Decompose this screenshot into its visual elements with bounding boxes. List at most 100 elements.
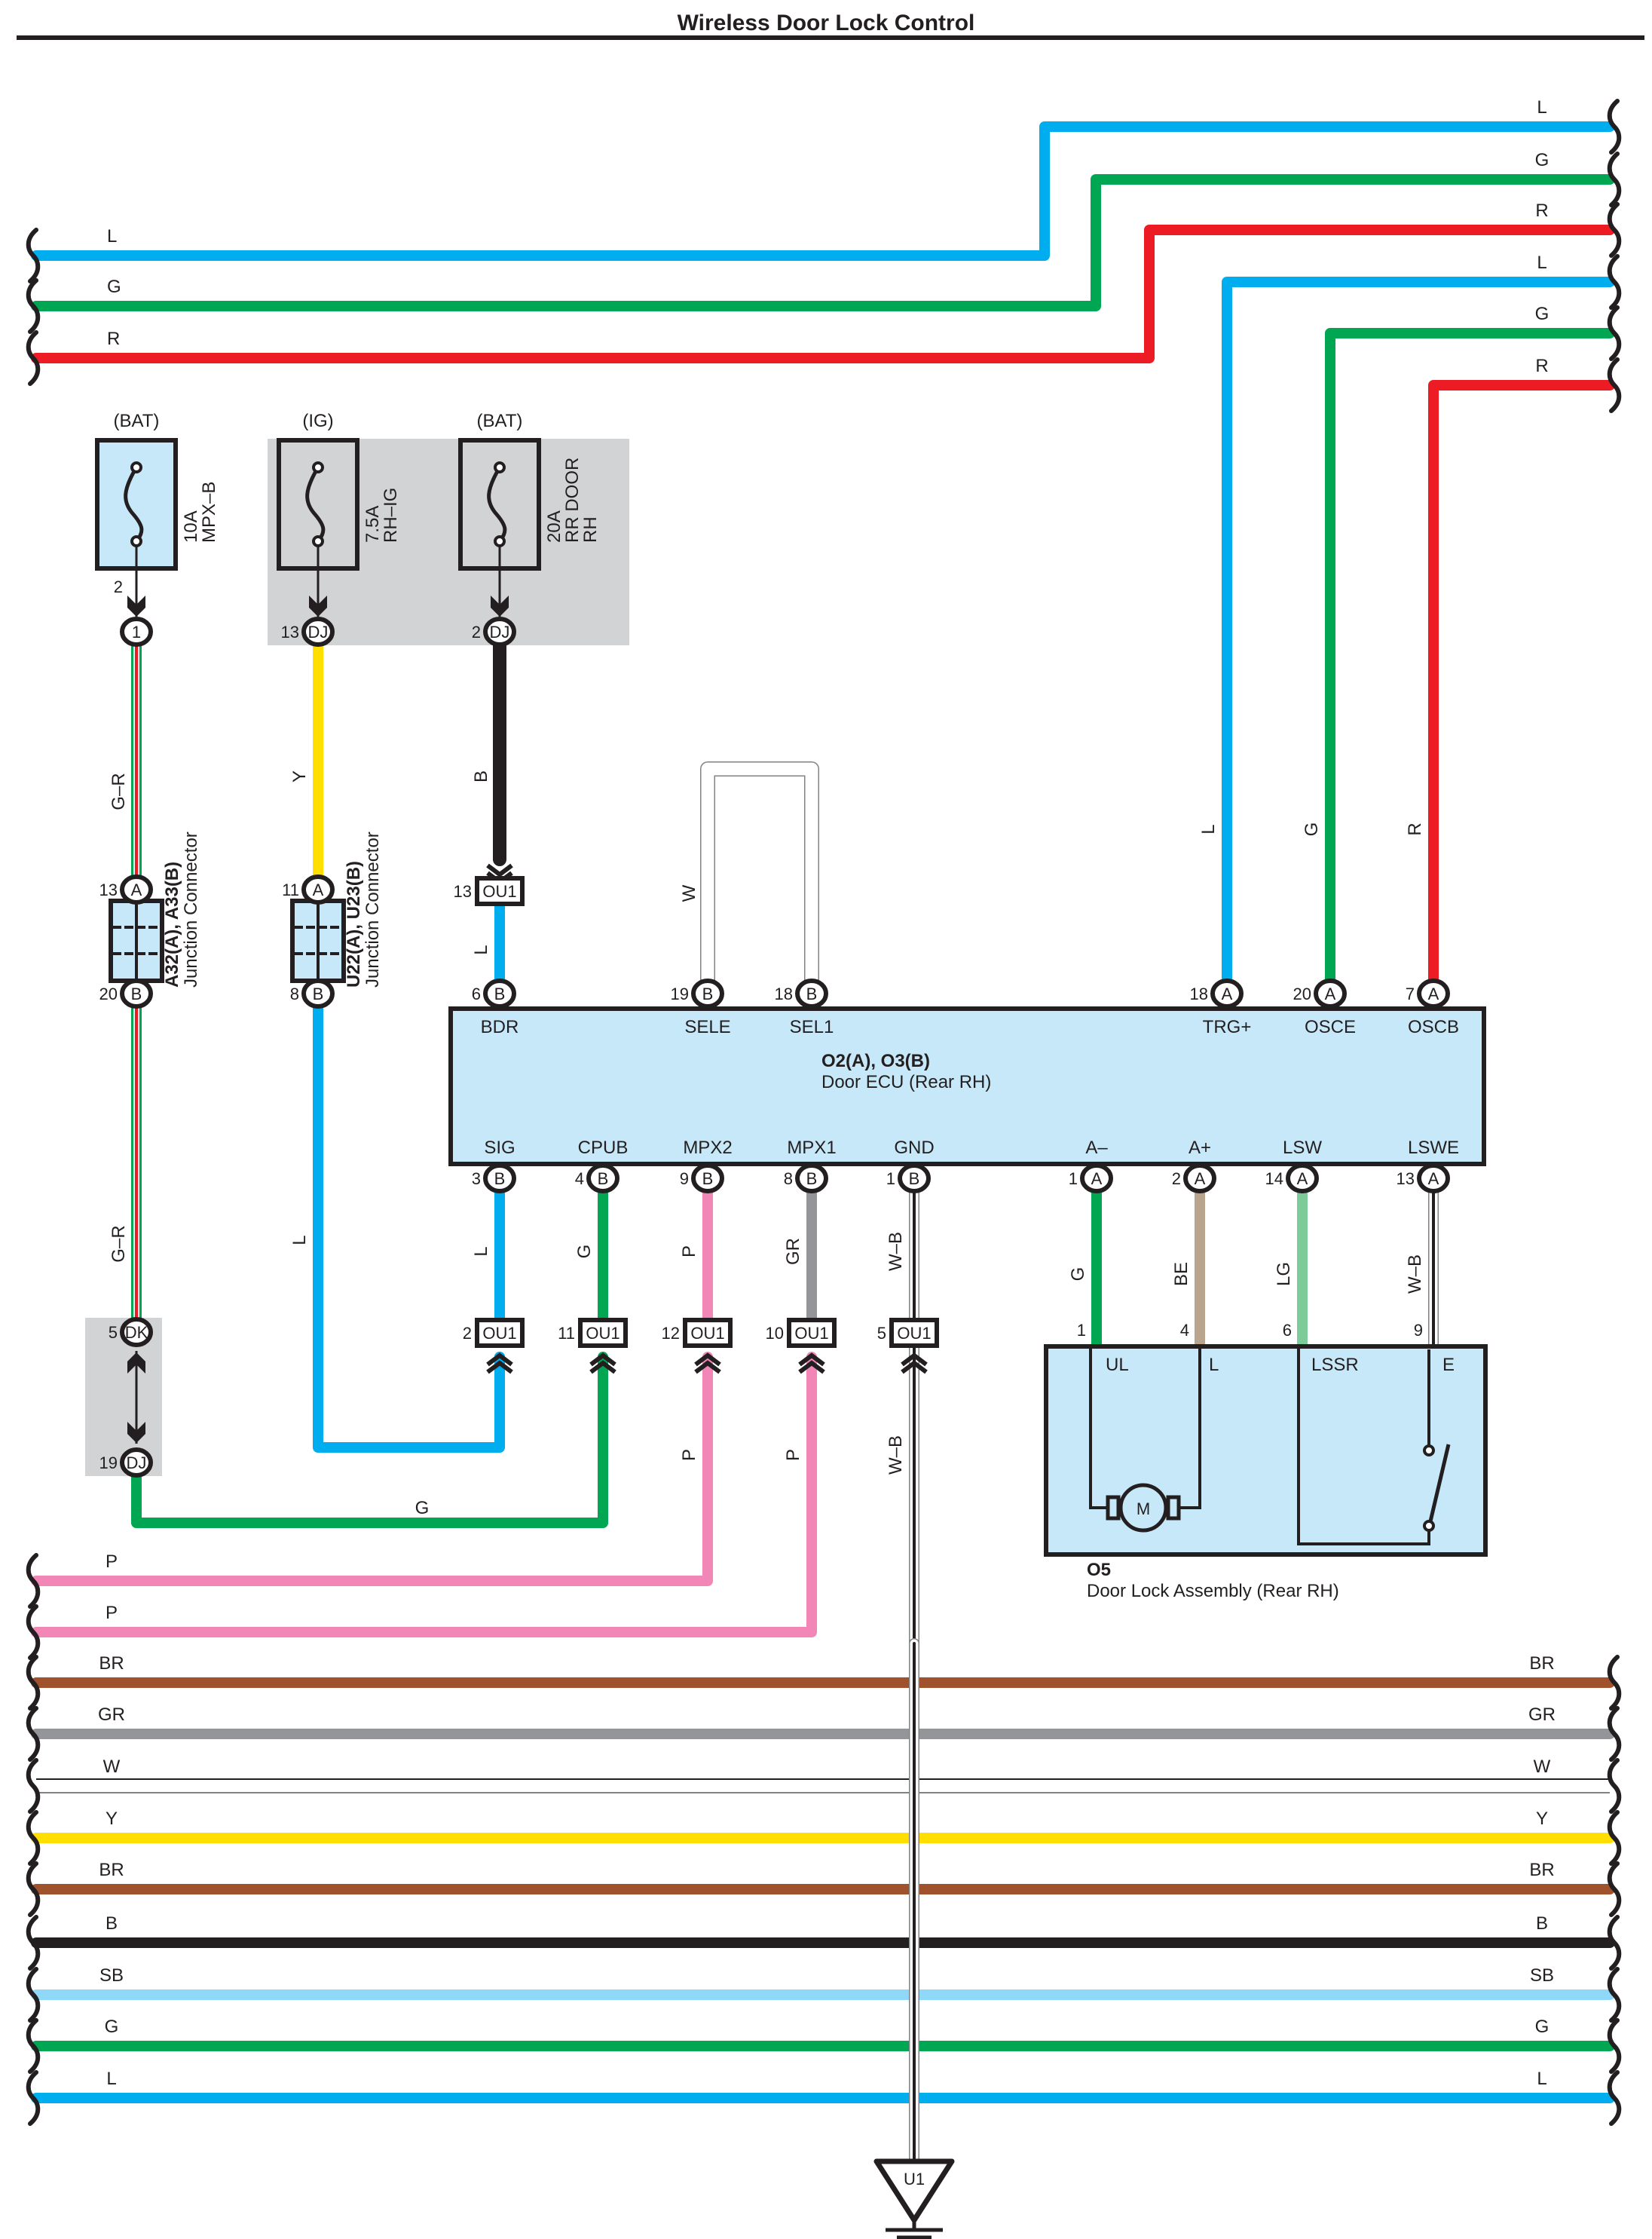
ground-point <box>873 2158 955 2223</box>
ecu-bottom-pin-mpx2[interactable]: B9 <box>680 1163 724 1193</box>
cpub-wire <box>131 1352 608 1528</box>
top-right-wire-label: R <box>1535 201 1548 221</box>
connector-1-ring <box>120 617 153 647</box>
connector-1[interactable]: 1 <box>120 617 153 647</box>
wire-label-l: L <box>471 945 491 954</box>
wire-label-lock: W–B <box>1405 1254 1425 1294</box>
wire-label-b: B <box>471 770 491 783</box>
junction-top-pin[interactable]: A13 <box>99 874 153 905</box>
ou1-chevron-icon-chevron <box>589 1352 616 1367</box>
dk-dj-shade <box>85 1318 162 1476</box>
fuse-terminal <box>494 535 506 547</box>
junction-bottom-pin-ring <box>120 979 153 1009</box>
ecu-top-pin-sele-ring <box>691 979 724 1009</box>
break-right-icon <box>1607 99 1622 155</box>
fuse-name: RR DOOR <box>562 458 583 543</box>
break-right-icon <box>1607 1861 1622 1917</box>
ecu-bottom-pin-cpub[interactable]: B4 <box>575 1163 620 1193</box>
break-left-icon <box>26 1706 41 1762</box>
motor-label: M <box>1137 1499 1150 1518</box>
ecu-bottom-pin-a–[interactable]: A1 <box>1069 1163 1113 1193</box>
break-right-icon <box>1607 357 1622 413</box>
break-left-icon <box>26 278 41 334</box>
door-lock-pin-number: 4 <box>1180 1321 1189 1340</box>
wire-label-ecu-bottom: W–B <box>886 1232 906 1271</box>
ou1-mpx2-label: OU1 <box>690 1324 724 1343</box>
fuse-name-2: RH <box>580 516 601 543</box>
ecu-top-pin-sele-pin-number: 19 <box>671 985 689 1003</box>
junction-bottom-pin[interactable]: B20 <box>99 979 153 1009</box>
switch-circuit <box>1297 1349 1430 1545</box>
junction-top-pin-pin-number: 11 <box>282 881 299 899</box>
fuse-rating: 7.5A <box>363 506 383 543</box>
connector-dj-19-pin-number: 19 <box>99 1453 118 1472</box>
ecu-bottom-pin-label: GND <box>894 1138 934 1158</box>
junction-desc: Junction Connector <box>363 832 383 988</box>
ecu-top-pin-osce[interactable]: A20 <box>1293 979 1347 1009</box>
ou1-chevron-icon <box>798 1352 825 1374</box>
ou1-chevron-icon-chevron <box>486 1352 513 1367</box>
ecu-bottom-pin-lsw[interactable]: A14 <box>1265 1163 1319 1193</box>
ecu-bottom-pin-mpx2-pin-number: 9 <box>680 1169 689 1188</box>
ecu-bottom-pin-label: LSW <box>1283 1138 1322 1158</box>
ecu-top-pin-trg+[interactable]: A18 <box>1190 979 1244 1009</box>
junction-connector-1[interactable]: U22(A), U23(B)Junction Connector <box>290 832 383 988</box>
ou1-sig-label: OU1 <box>482 1324 516 1343</box>
bottom-left-wire-label: W <box>103 1757 121 1777</box>
ecu-bottom-pin-sig-pin-number: 3 <box>472 1169 481 1188</box>
ecu-feed-wire-1 <box>1325 328 1615 991</box>
motor-brush <box>1106 1495 1121 1521</box>
ecu-top-pin-bdr-letter: B <box>494 985 506 1003</box>
junction-bottom-pin[interactable]: B8 <box>290 979 335 1009</box>
ecu-top-pin-trg+-pin-number: 18 <box>1190 985 1208 1003</box>
break-left-icon <box>26 1915 41 1971</box>
ecu-top-pin-bdr[interactable]: B6 <box>472 979 516 1009</box>
ecu-bottom-pin-mpx2-letter: B <box>702 1169 714 1188</box>
ecu-top-pin-sel1[interactable]: B18 <box>775 979 828 1009</box>
ecu-bottom-pin-a+[interactable]: A2 <box>1172 1163 1216 1193</box>
junction-top-pin[interactable]: A11 <box>282 874 335 905</box>
connector-dk-pin-number: 5 <box>109 1323 118 1342</box>
ecu-bottom-pin-gnd[interactable]: B1 <box>886 1163 931 1193</box>
top-right-wire-label: L <box>1537 253 1546 273</box>
ou1-chevron-icon-chevron <box>694 1360 721 1374</box>
top-right-wire-label: G <box>1535 304 1550 324</box>
ou1-chevron-icon <box>901 1352 928 1374</box>
fuse-name: MPX–B <box>199 482 219 543</box>
ecu-top-pin-label: TRG+ <box>1203 1017 1252 1037</box>
ecu-bottom-pin-label: A– <box>1085 1138 1108 1158</box>
break-right-icon <box>1607 305 1622 361</box>
top-left-wire-label: R <box>107 329 120 349</box>
junction-bottom-pin-ring <box>301 979 335 1009</box>
connector-dk[interactable]: DK 5 <box>109 1317 153 1347</box>
mpx1-bus-wire <box>31 1352 817 1637</box>
ecu-bottom-pin-a+-pin-number: 2 <box>1172 1169 1181 1188</box>
ecu-bottom-pin-sig[interactable]: B3 <box>472 1163 516 1193</box>
junction-connector-0[interactable]: A32(A), A33(B)Junction Connector <box>109 832 201 988</box>
ecu-bottom-pin-mpx1[interactable]: B8 <box>784 1163 828 1193</box>
ecu-top-pin-sel1-letter: B <box>806 985 818 1003</box>
connector-dk-letter: DK <box>125 1323 148 1342</box>
page-title: Wireless Door Lock Control <box>678 11 975 35</box>
ou1-sig-frame <box>475 1318 525 1348</box>
wire-label-ecu-feed: R <box>1405 822 1425 835</box>
connector-dj-2-ring <box>483 617 516 647</box>
ecu-bottom-pin-lswe[interactable]: A13 <box>1397 1163 1450 1193</box>
connector-dj-2[interactable]: DJ2 <box>472 617 516 647</box>
ou1-mpx1-pin-number: 10 <box>766 1324 784 1343</box>
wire-label-lock: G <box>1068 1267 1088 1282</box>
junction-top-pin-ring <box>120 874 153 905</box>
ecu-bottom-pin-a–-ring <box>1080 1163 1113 1193</box>
ecu-top-pin-oscb[interactable]: A7 <box>1406 979 1450 1009</box>
ecu-top-pin-sele[interactable]: B19 <box>671 979 724 1009</box>
connector-1-letter: 1 <box>132 623 141 642</box>
junction-block-shade <box>268 439 629 645</box>
